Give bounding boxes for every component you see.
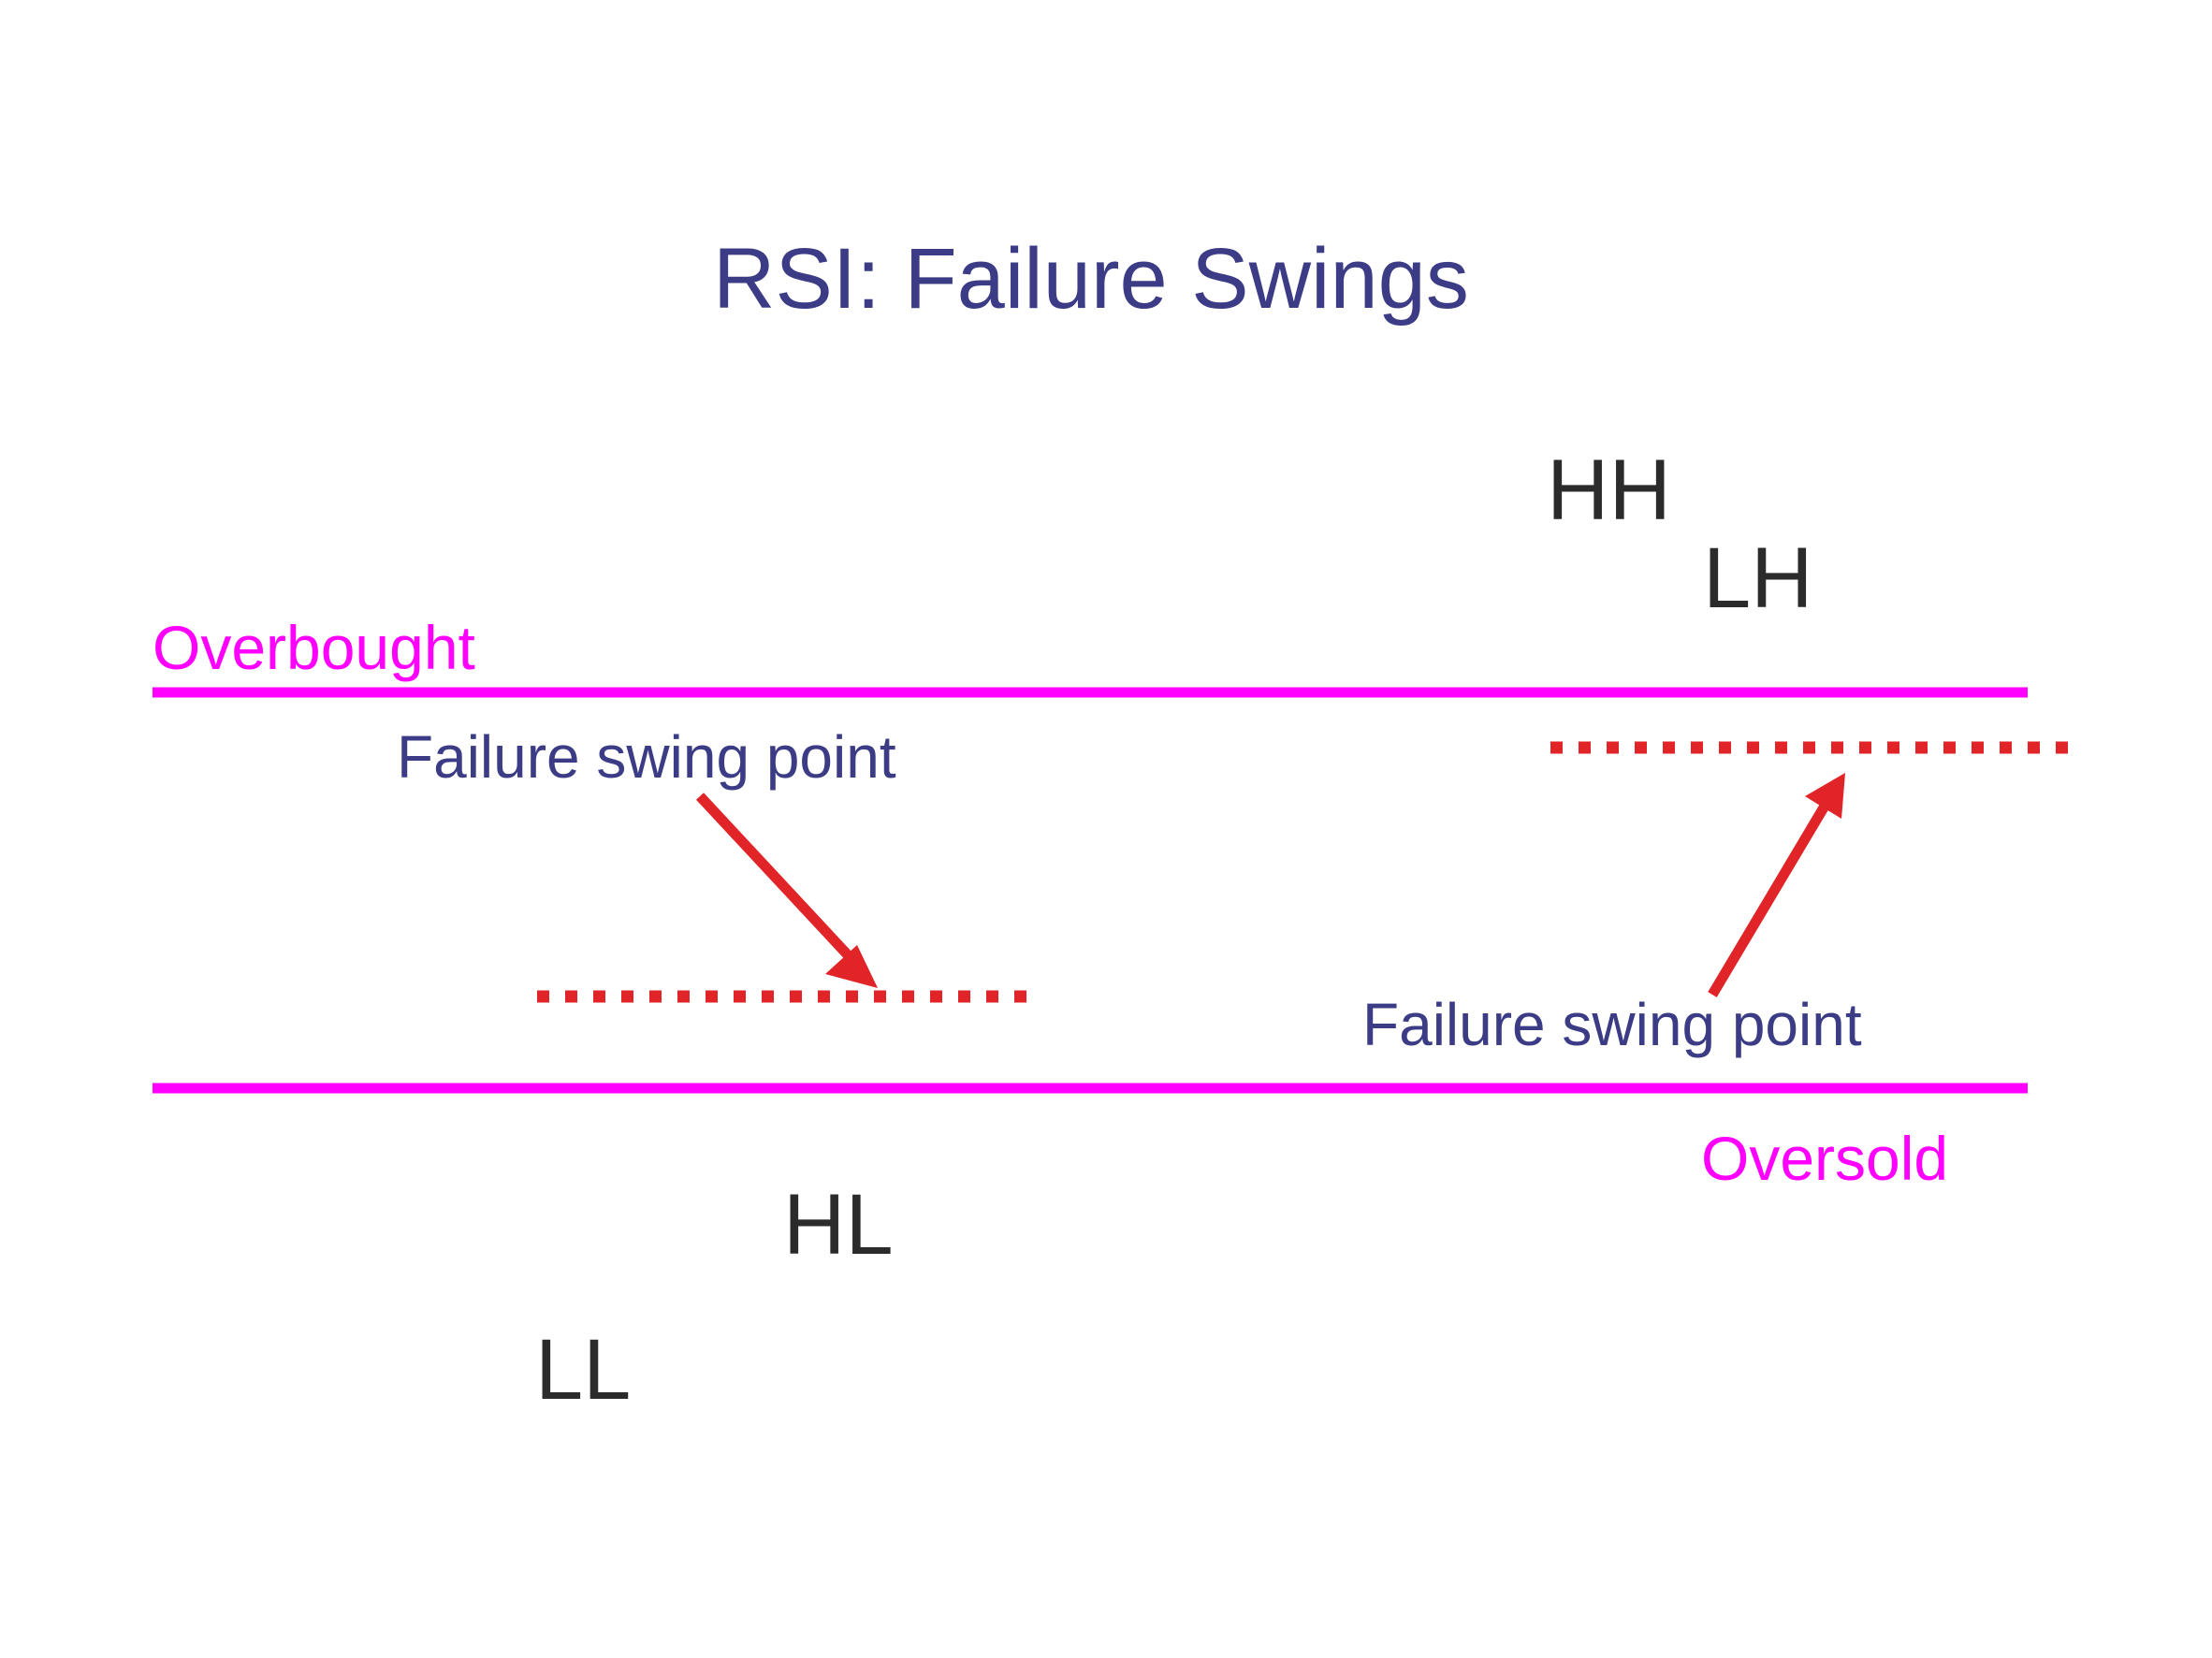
swing-marker-lh: LH <box>1703 531 1813 626</box>
overbought-label: Overbought <box>153 613 475 682</box>
swing-marker-hh: HH <box>1547 443 1671 538</box>
page-title: RSI: Failure Swings <box>713 231 1469 327</box>
right-failure-swing-arrow <box>1708 773 1845 997</box>
left-failure-swing-arrow <box>695 793 878 988</box>
right-failure-swing-point-label: Failure swing point <box>1362 991 1862 1058</box>
swing-marker-hl: HL <box>783 1177 894 1273</box>
left-failure-swing-point-label: Failure swing point <box>397 723 896 791</box>
swing-marker-ll: LL <box>535 1322 632 1418</box>
oversold-label: Oversold <box>1701 1124 1949 1193</box>
